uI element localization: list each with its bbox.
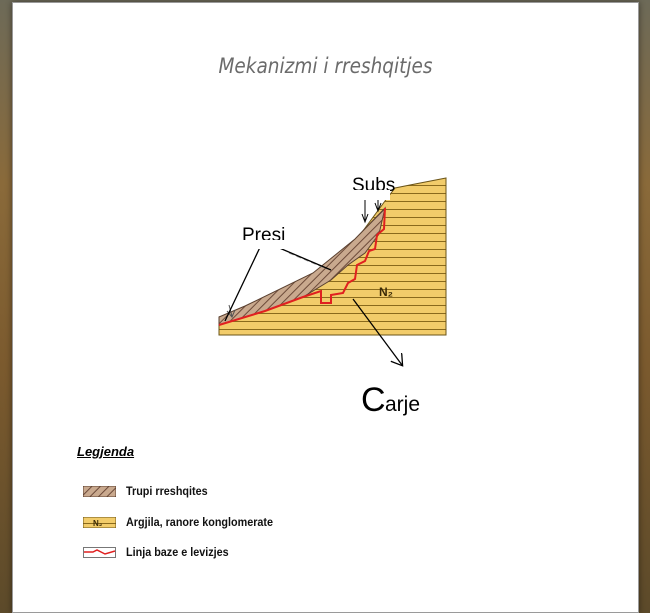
label-carje-rest: arje bbox=[385, 393, 420, 416]
label-formation: N₂ bbox=[379, 285, 393, 299]
label-carje-cap: C bbox=[361, 381, 386, 419]
slide-frame: Mekanizmi i rreshqitjes bbox=[12, 2, 639, 613]
label-subs-mask bbox=[348, 190, 390, 200]
legend-item-failure-line: Linja baze e levizjes bbox=[83, 543, 240, 561]
label-presi-mask bbox=[239, 240, 291, 249]
original-slope-dashed bbox=[289, 253, 327, 269]
legend-item-formation: N₂ Argjila, ranore konglomerate bbox=[83, 513, 289, 531]
legend-item-slide-body: Trupi rreshqites bbox=[83, 482, 217, 500]
legend-title: Legjenda bbox=[77, 444, 134, 459]
legend-label: Argjila, ranore konglomerate bbox=[126, 515, 273, 529]
legend-swatch-label: N₂ bbox=[93, 519, 103, 528]
legend-label: Linja baze e levizjes bbox=[126, 545, 229, 559]
legend-swatch-stripes: N₂ bbox=[83, 517, 116, 528]
legend-label: Trupi rreshqites bbox=[126, 484, 208, 498]
legend-swatch-line bbox=[83, 547, 116, 558]
legend-swatch-hatch bbox=[83, 486, 116, 497]
